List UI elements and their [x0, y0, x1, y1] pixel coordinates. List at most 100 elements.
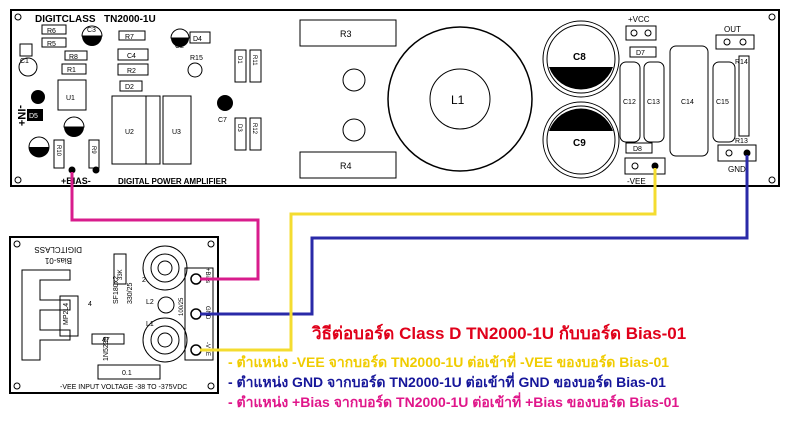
terminal-vee: [624, 157, 666, 175]
part-label: C5: [30, 149, 39, 156]
part-label: SF180x2: [113, 276, 120, 304]
gnd-pad: [743, 149, 751, 157]
capacitor: [97, 364, 161, 380]
page-title: วิธีต่อบอร์ด Class D TN2000-1U กับบอร์ด …: [312, 324, 687, 343]
bias-terminal: [190, 273, 202, 285]
part-label: 2: [142, 277, 146, 284]
vee-pad: [651, 162, 659, 170]
part-label: 4: [88, 301, 92, 308]
part-label: C13: [647, 99, 660, 106]
part-label: R4: [340, 161, 352, 171]
mount-hole: [14, 176, 22, 184]
part-label: C12: [623, 99, 636, 106]
part-label: C4: [127, 53, 136, 60]
inductor: [157, 260, 173, 276]
diode: [119, 80, 143, 92]
part-label: R8: [69, 54, 78, 61]
part-label: R3: [340, 29, 352, 39]
transistor: [59, 295, 79, 337]
terminal-gnd: [717, 144, 757, 162]
main-board-outline: [10, 9, 780, 187]
part-label: 100/25: [179, 297, 185, 316]
resistor: [738, 55, 750, 137]
capacitor: [29, 147, 49, 157]
part-label: C15: [716, 99, 729, 106]
inductor-outer: [387, 26, 533, 172]
part-label: C1: [20, 58, 29, 65]
resistor: [299, 19, 397, 47]
bias-pad: [68, 166, 76, 174]
capacitor: [170, 28, 190, 39]
bias-footer: -VEE INPUT VOLTAGE -38 TO -375VDC: [60, 384, 187, 391]
main-brand: DIGITCLASS: [35, 14, 96, 25]
bias-wire: [70, 172, 260, 281]
mount-hole: [207, 240, 215, 248]
part-label: R14: [735, 59, 748, 66]
bias-terminal-label: +Bias: [204, 268, 210, 283]
inductor: [157, 332, 173, 348]
mount-hole: [14, 13, 22, 21]
part-label: R2: [127, 68, 136, 75]
part-label: R12: [251, 123, 257, 135]
part-label: R1: [67, 67, 76, 74]
part-label: C2: [175, 43, 184, 50]
capacitor: [117, 48, 149, 61]
part-label: L2: [146, 299, 154, 306]
pin-row: [145, 95, 161, 165]
terminal-vcc: [625, 25, 657, 41]
mount-hole: [13, 382, 21, 390]
resistor: [41, 24, 67, 35]
heatsink: [21, 269, 71, 361]
part-label: R13: [735, 138, 748, 145]
part-label: U2: [125, 129, 134, 136]
capacitor: [18, 57, 38, 77]
resistor: [299, 151, 397, 179]
capacitor-band: [549, 67, 613, 90]
capacitor-outer: [542, 101, 620, 179]
pad: [630, 29, 638, 37]
bias-board: DIGITCLASS Bias-01 MP2L4 4 33K SF180x2 3…: [9, 236, 219, 394]
resistor: [61, 63, 87, 75]
vcc-label: +VCC: [628, 15, 650, 24]
diode: [189, 31, 211, 44]
capacitor: [643, 61, 665, 143]
resistor: [118, 30, 146, 41]
part-label: D7: [636, 50, 645, 57]
part-label: 1N5239: [103, 336, 110, 361]
terminal-out: [715, 34, 755, 50]
pad: [739, 38, 747, 46]
vee-label: -VEE: [627, 177, 646, 186]
note-vee: - ตำแหน่ง -VEE จากบอร์ด TN2000-1U ต่อเข้…: [228, 354, 670, 370]
part-label: R9: [90, 146, 96, 154]
part-label: C3: [87, 27, 96, 34]
part-label: 330/25: [127, 282, 134, 304]
gnd-wire: [200, 155, 749, 316]
part-label: R5: [47, 41, 56, 48]
resistor: [249, 117, 262, 151]
main-board: DIGITCLASS TN2000-1U DIGITAL POWER AMPLI…: [10, 9, 780, 187]
capacitor: [669, 45, 709, 157]
capacitor: [31, 90, 45, 104]
capacitor: [157, 296, 175, 314]
pad: [723, 38, 731, 46]
ic-chip: [162, 95, 192, 165]
pad: [644, 29, 652, 37]
mount-hole: [207, 382, 215, 390]
part-label: C14: [681, 99, 694, 106]
gnd-label: GND: [728, 165, 746, 174]
resistor: [91, 333, 125, 345]
mount-hole: [768, 13, 776, 21]
inductor: [150, 325, 180, 355]
note-gnd: - ตำแหน่ง GND จากบอร์ด TN2000-1U ต่อเข้า…: [228, 374, 666, 390]
part-label: C7: [218, 117, 227, 124]
resistor: [64, 50, 88, 61]
part-label: D2: [125, 84, 134, 91]
part-label: U3: [172, 129, 181, 136]
bias-pad-label: +BIAS-: [61, 176, 91, 186]
bias-brand: DIGITCLASS: [34, 245, 82, 254]
part-label: MP2L4: [63, 303, 70, 325]
part-label: 33K: [118, 269, 124, 280]
part-label: D3: [236, 124, 242, 132]
